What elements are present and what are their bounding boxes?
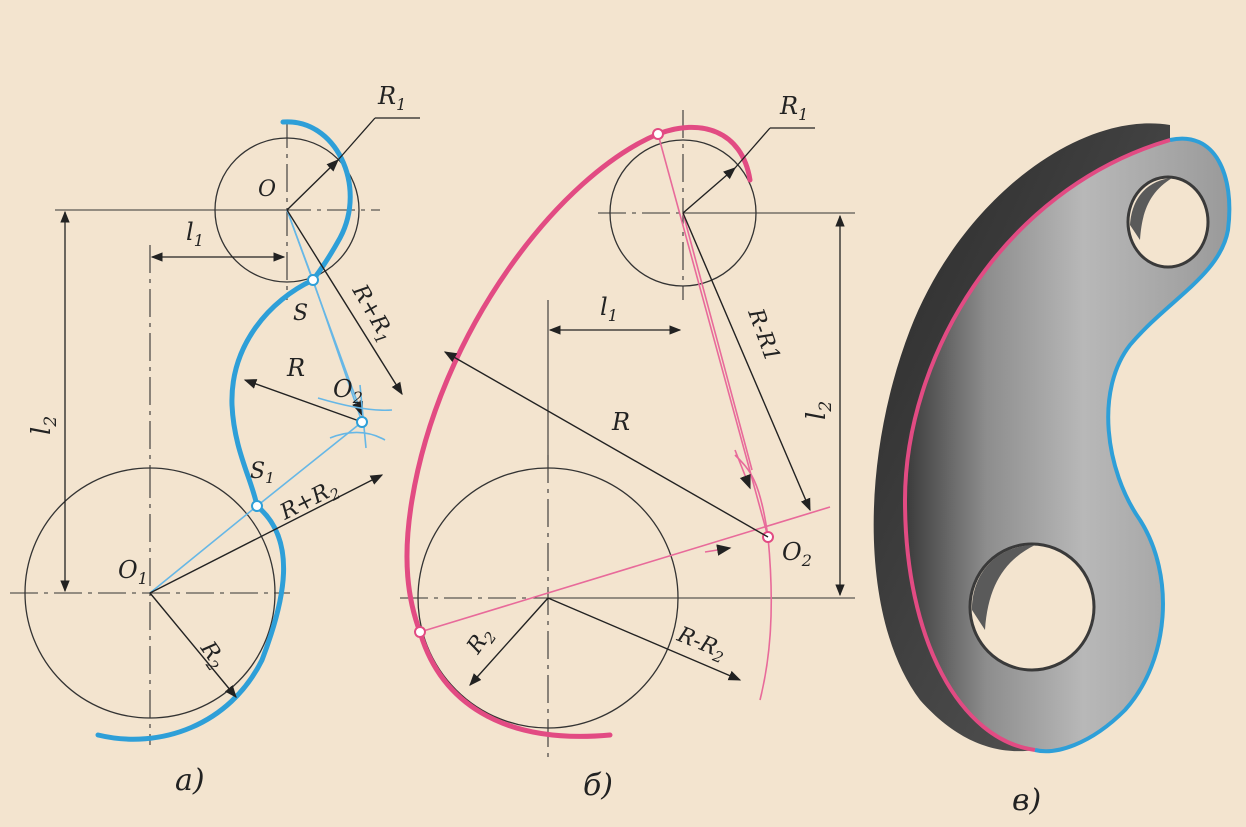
caption-b: б) — [583, 768, 613, 803]
r2-radius-arrow — [149, 592, 237, 698]
label-r: R — [286, 354, 305, 382]
r1-radius-arrow-b — [682, 167, 736, 214]
r1-radius-arrow — [286, 159, 339, 211]
label-l2-b: l2 — [802, 401, 836, 420]
tangent-point-s1 — [251, 500, 263, 512]
r-minus-r2-arrow — [547, 597, 742, 681]
r-plus-r1-arrow — [286, 209, 403, 396]
center-point-o2 — [356, 416, 368, 428]
label-l2: l2 — [27, 416, 61, 435]
part-lower-hole — [968, 542, 1096, 672]
part-pink-edge — [902, 138, 1171, 752]
construction-lines-b — [419, 133, 831, 701]
label-r-minus-r1: R-R1 — [742, 305, 784, 366]
label-o: O — [258, 177, 276, 202]
label-s1: S1 — [250, 459, 275, 487]
r-radius-arrow — [243, 379, 363, 423]
caption-c: в) — [1012, 783, 1041, 818]
r-radius-arrow-b — [443, 351, 769, 538]
outline-arc-a — [95, 119, 353, 742]
label-r2: R2 — [192, 636, 230, 674]
label-l1: l1 — [186, 218, 204, 250]
label-r-minus-r2: R-R2 — [672, 622, 730, 667]
r-plus-r2-arrow — [149, 474, 384, 594]
tangent-point-s — [307, 274, 319, 286]
r-minus-r1-arrow — [682, 212, 811, 512]
figure-a: R1 O l1 S R+R1 R O2 l2 S1 R+R2 O1 R2 а) — [10, 82, 420, 798]
part-lower-hole-wall — [972, 545, 1035, 630]
tangent-point-b-bottom — [414, 626, 426, 638]
label-r-b: R — [611, 408, 630, 436]
outline-arc-b — [404, 124, 753, 739]
label-o1: O1 — [118, 556, 148, 588]
label-s: S — [293, 301, 308, 326]
label-l1-b: l1 — [600, 293, 618, 325]
figure-c: в) — [873, 123, 1232, 818]
part-blue-edge — [1034, 136, 1232, 754]
r2-radius-arrow-b — [469, 597, 549, 686]
label-r1: R1 — [377, 82, 406, 114]
label-o2: O2 — [333, 375, 363, 407]
label-r1-b: R1 — [779, 92, 808, 124]
caption-a: а) — [175, 763, 205, 798]
part-upper-hole-wall — [1130, 178, 1172, 240]
r1-leader — [337, 117, 376, 161]
figure-b: R1 l1 R-R1 R l2 O2 R2 R-R2 б) — [400, 92, 855, 803]
tangent-point-b-top — [652, 128, 664, 140]
label-o2-b: O2 — [782, 538, 812, 570]
part-side-face — [873, 123, 1170, 752]
label-r2-b: R2 — [462, 623, 500, 661]
r1-leader-b — [734, 127, 771, 169]
